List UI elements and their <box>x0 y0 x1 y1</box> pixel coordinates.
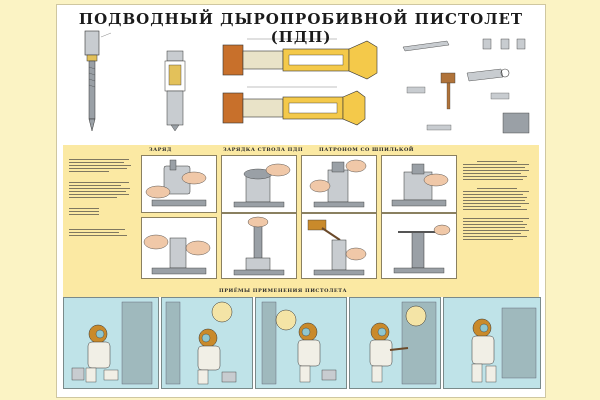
hand-procedure-drawing <box>307 219 367 276</box>
hand-procedure-drawing <box>143 234 211 275</box>
procedure-frame <box>301 155 377 213</box>
poster-title: ПОДВОДНЫЙ ДЫРОПРОБИВНОЙ ПИСТОЛЕТ (ПДП) <box>78 10 524 46</box>
hand-procedure-drawing <box>233 216 285 276</box>
instructions-text-left <box>69 157 135 238</box>
diver-scene-frame <box>255 297 347 389</box>
cartridge-drawing <box>164 50 186 132</box>
section-title-cartridge: ПАТРОНОМ СО ШПИЛЬКОЙ <box>319 147 415 153</box>
procedure-frame <box>381 155 457 213</box>
procedure-panel: ЗАРЯД ЗАРЯДКА СТВОЛА ПДП ПАТРОНОМ СО ШПИ… <box>63 145 539 297</box>
tool-set-drawing <box>402 38 530 134</box>
diver-drawing <box>165 301 237 385</box>
technical-drawings-panel <box>57 25 545 143</box>
procedure-frame <box>381 213 457 279</box>
diver-drawing <box>261 301 337 385</box>
hand-procedure-drawing <box>391 163 449 207</box>
section-title-charging: ЗАРЯД <box>149 147 172 153</box>
diver-drawing <box>471 307 537 383</box>
pistol-assembly-drawing <box>222 38 378 126</box>
diver-scene-frame <box>443 297 541 389</box>
procedure-frame <box>221 155 297 213</box>
section-title-methods: ПРИЁМЫ ПРИМЕНЕНИЯ ПИСТОЛЕТА <box>219 288 348 294</box>
hand-procedure-drawing <box>393 224 451 274</box>
procedure-frame <box>141 217 217 279</box>
diver-scene-frame <box>161 297 253 389</box>
diver-scene-frame <box>63 297 159 389</box>
procedure-frame <box>301 213 377 279</box>
hand-procedure-drawing <box>145 159 207 207</box>
instructions-text-right <box>463 159 533 242</box>
section-title-barrel: ЗАРЯДКА СТВОЛА ПДП <box>223 147 304 153</box>
procedure-frame <box>141 155 217 213</box>
hand-procedure-drawing <box>309 159 367 208</box>
stud-drawing <box>84 30 112 132</box>
diver-scene-frame <box>349 297 441 389</box>
procedure-frame <box>221 213 297 279</box>
diver-drawing <box>71 301 153 385</box>
poster-sheet: ПОДВОДНЫЙ ДЫРОПРОБИВНОЙ ПИСТОЛЕТ (ПДП) <box>56 4 546 398</box>
diver-drawing <box>369 301 437 385</box>
hand-procedure-drawing <box>233 163 291 208</box>
